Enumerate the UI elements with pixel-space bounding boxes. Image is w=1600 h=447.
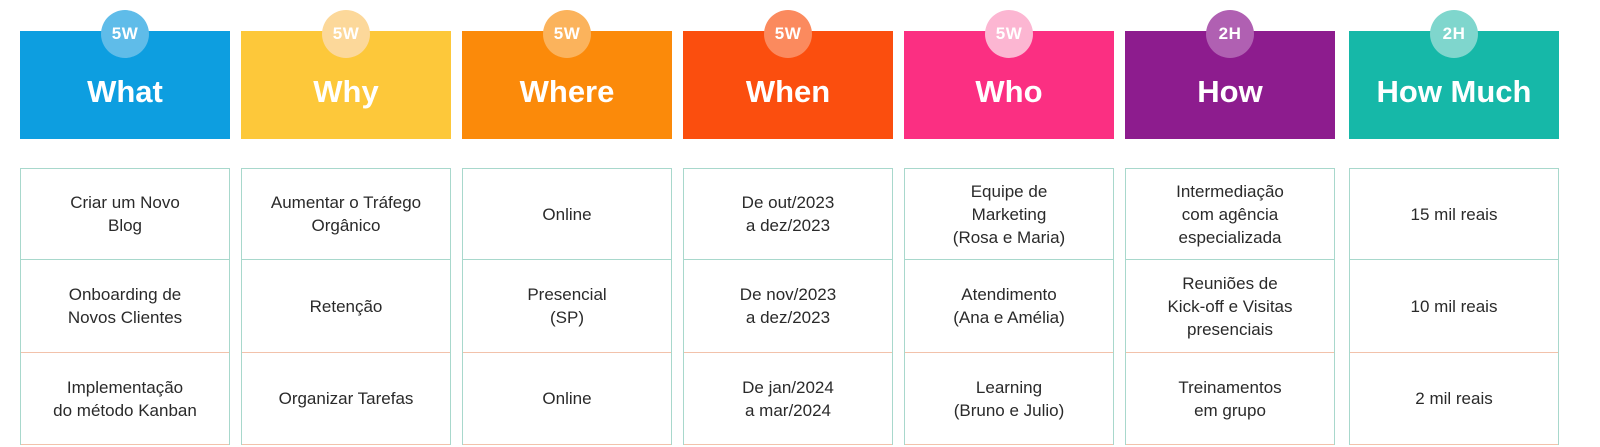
column-badge: 5W <box>764 10 812 58</box>
column-where: 5W Where Online Presencial (SP) Online <box>462 0 672 447</box>
table-cell: De out/2023 a dez/2023 <box>684 168 892 260</box>
column-body: De out/2023 a dez/2023 De nov/2023 a dez… <box>683 168 893 445</box>
column-how-much: 2H How Much 15 mil reais 10 mil reais 2 … <box>1349 0 1559 447</box>
column-header: Why <box>241 31 451 139</box>
column-badge: 2H <box>1206 10 1254 58</box>
column-body: Online Presencial (SP) Online <box>462 168 672 445</box>
table-cell: 2 mil reais <box>1350 353 1558 445</box>
table-cell: Implementação do método Kanban <box>21 353 229 445</box>
table-cell: Intermediação com agência especializada <box>1126 168 1334 260</box>
table-cell: De nov/2023 a dez/2023 <box>684 260 892 353</box>
table-cell: Treinamentos em grupo <box>1126 353 1334 445</box>
column-why: 5W Why Aumentar o Tráfego Orgânico Reten… <box>241 0 451 447</box>
table-cell: Aumentar o Tráfego Orgânico <box>242 168 450 260</box>
table-cell: Equipe de Marketing (Rosa e Maria) <box>905 168 1113 260</box>
table-cell: De jan/2024 a mar/2024 <box>684 353 892 445</box>
column-body: Criar um Novo Blog Onboarding de Novos C… <box>20 168 230 445</box>
table-cell: Criar um Novo Blog <box>21 168 229 260</box>
column-how: 2H How Intermediação com agência especia… <box>1125 0 1335 447</box>
table-cell: 15 mil reais <box>1350 168 1558 260</box>
table-cell: Online <box>463 168 671 260</box>
column-badge: 2H <box>1430 10 1478 58</box>
table-cell: 10 mil reais <box>1350 260 1558 353</box>
table-cell: Online <box>463 353 671 445</box>
table-cell: Organizar Tarefas <box>242 353 450 445</box>
column-badge: 5W <box>101 10 149 58</box>
column-badge: 5W <box>985 10 1033 58</box>
table-cell: Learning (Bruno e Julio) <box>905 353 1113 445</box>
column-what: 5W What Criar um Novo Blog Onboarding de… <box>20 0 230 447</box>
column-who: 5W Who Equipe de Marketing (Rosa e Maria… <box>904 0 1114 447</box>
column-when: 5W When De out/2023 a dez/2023 De nov/20… <box>683 0 893 447</box>
column-badge: 5W <box>322 10 370 58</box>
column-body: Equipe de Marketing (Rosa e Maria) Atend… <box>904 168 1114 445</box>
column-badge: 5W <box>543 10 591 58</box>
table-cell: Retenção <box>242 260 450 353</box>
column-body: Intermediação com agência especializada … <box>1125 168 1335 445</box>
column-body: Aumentar o Tráfego Orgânico Retenção Org… <box>241 168 451 445</box>
table-cell: Onboarding de Novos Clientes <box>21 260 229 353</box>
column-body: 15 mil reais 10 mil reais 2 mil reais <box>1349 168 1559 445</box>
table-cell: Presencial (SP) <box>463 260 671 353</box>
column-header: How <box>1125 31 1335 139</box>
table-cell: Atendimento (Ana e Amélia) <box>905 260 1113 353</box>
table-cell: Reuniões de Kick-off e Visitas presencia… <box>1126 260 1334 353</box>
